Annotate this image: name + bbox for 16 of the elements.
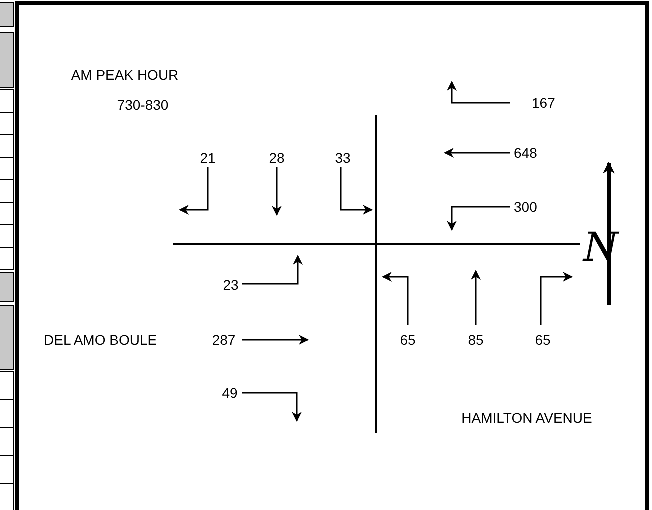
volume-number: 23	[223, 277, 239, 293]
volume-number: 287	[212, 332, 236, 348]
street-name: HAMILTON AVENUE	[462, 410, 592, 426]
volume-number: 65	[400, 332, 416, 348]
heading: AM PEAK HOUR	[71, 67, 179, 83]
volume-number: 21	[200, 150, 216, 166]
time-range: 730-830	[117, 97, 169, 113]
volume-number: 167	[532, 95, 556, 111]
volume-number: 300	[514, 199, 538, 215]
volume-number: 85	[468, 332, 484, 348]
volume-number: 648	[514, 145, 538, 161]
volume-number: 28	[269, 150, 285, 166]
volume-number: 49	[222, 385, 238, 401]
street-name: DEL AMO BOULE	[44, 332, 158, 348]
volume-number: 33	[335, 150, 351, 166]
volume-number: 65	[535, 332, 551, 348]
